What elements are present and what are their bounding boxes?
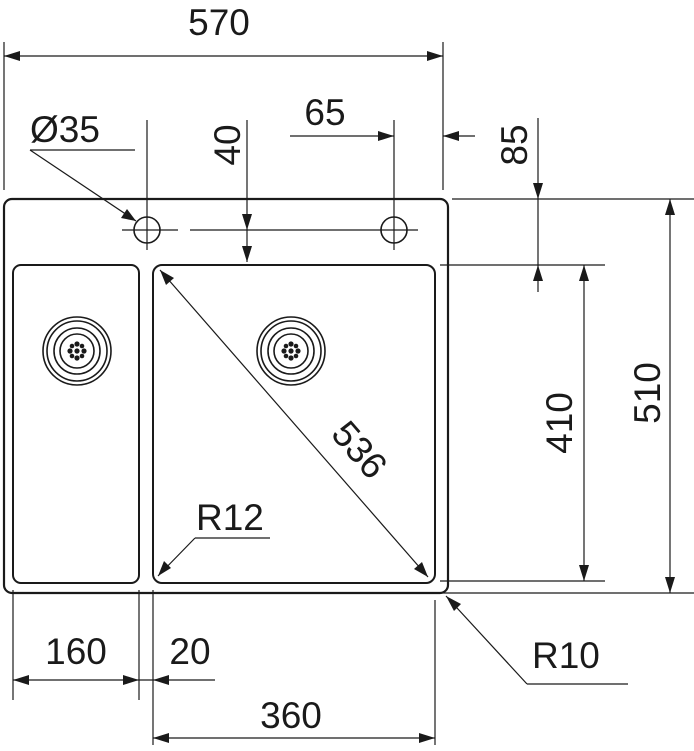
- dimension-text: 85: [494, 124, 535, 165]
- small-bowl: [12, 264, 140, 584]
- dimension-text: 65: [304, 92, 345, 133]
- dimension-divider-width: 20: [139, 631, 215, 685]
- dimension-text: R12: [196, 497, 264, 538]
- dimension-tap-hole-diameter: Ø35: [29, 109, 137, 222]
- dimension-outer-corner-radius: R10: [445, 595, 628, 685]
- dimension-text: 360: [260, 695, 322, 736]
- dimension-bowl-depth: 410: [440, 265, 605, 582]
- dimension-tap-hole-spacing: 65: [290, 92, 475, 141]
- dimension-small-bowl-width: 160: [13, 631, 139, 685]
- dimension-top-edge-to-bowl: 85: [440, 118, 694, 292]
- drain-strainer-icon: [42, 316, 112, 386]
- tap-hole-icon: [122, 120, 178, 250]
- dimension-overall-width: 570: [3, 2, 444, 190]
- dimension-overall-depth: 510: [440, 199, 694, 594]
- drain-strainer-icon: [256, 316, 326, 386]
- dimension-text: Ø35: [30, 109, 100, 150]
- dimension-tap-hole-offset: 40: [207, 120, 252, 262]
- dimension-text: 410: [539, 392, 580, 454]
- dimension-text: R10: [532, 635, 600, 676]
- dimension-text: 510: [627, 362, 668, 424]
- tap-hole-icon: [190, 120, 418, 250]
- dimension-inner-corner-radius: R12: [157, 497, 270, 577]
- dimension-text: 570: [188, 2, 250, 43]
- dimension-text: 160: [45, 631, 107, 672]
- dimension-text: 40: [207, 124, 248, 165]
- dimension-large-bowl-width: 360: [153, 695, 435, 743]
- dimension-text: 20: [169, 631, 210, 672]
